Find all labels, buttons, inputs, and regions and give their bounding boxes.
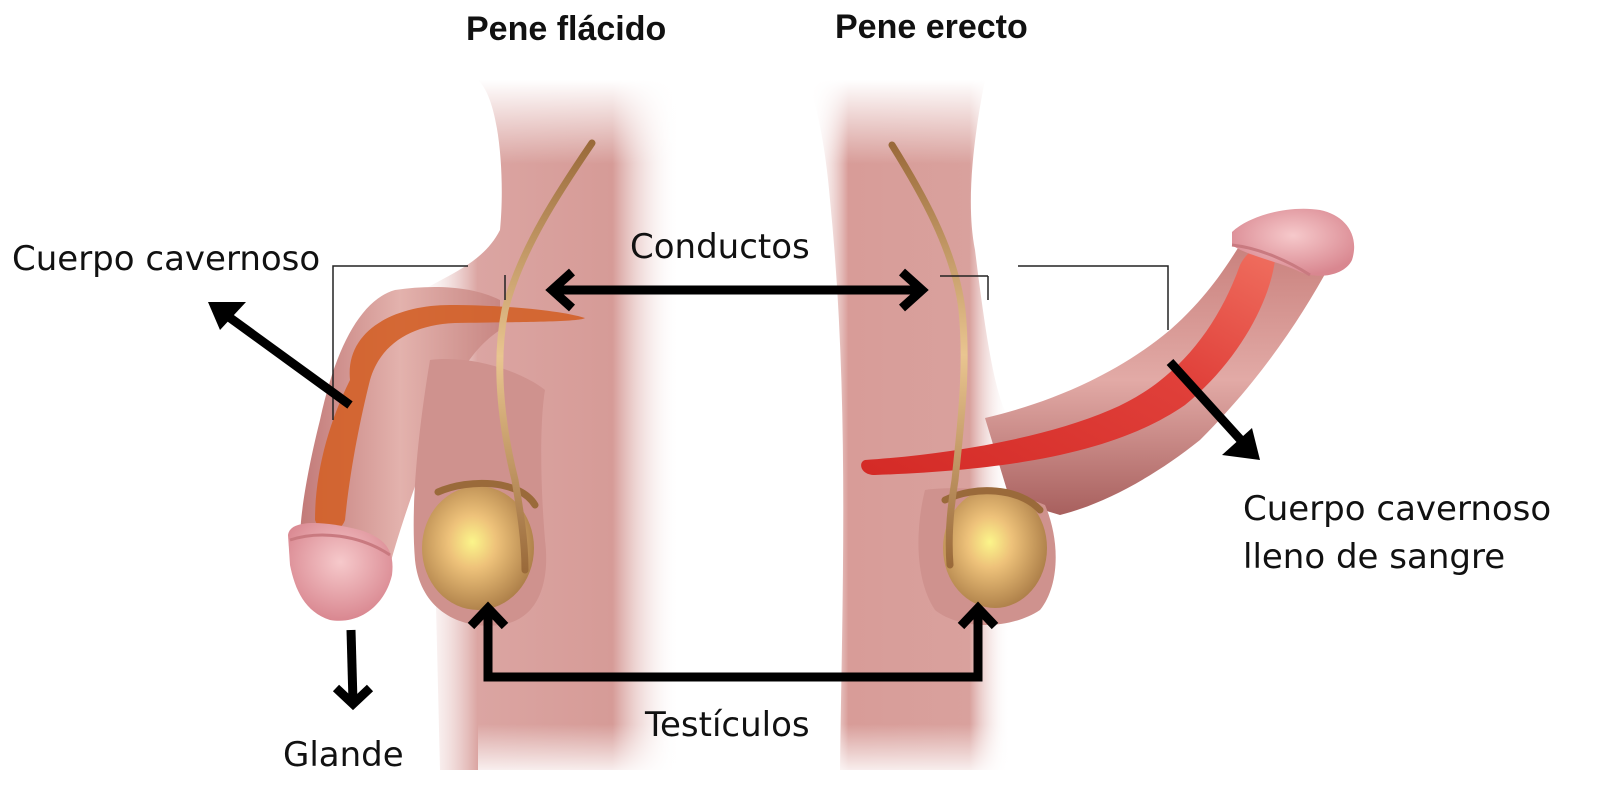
flaccid-scrotum — [414, 359, 547, 626]
title-erect: Pene erecto — [835, 8, 1028, 47]
right-bracket — [1018, 266, 1168, 330]
engorged-arrow-head — [1222, 428, 1260, 460]
label-ducts: Conductos — [630, 222, 810, 272]
glans-arrow-line — [351, 630, 353, 702]
label-engorged-line1: Cuerpo cavernoso — [1243, 484, 1551, 534]
title-flaccid: Pene flácido — [466, 10, 666, 49]
label-testicles: Testículos — [645, 700, 810, 750]
label-engorged-line2: lleno de sangre — [1243, 532, 1505, 582]
label-glans: Glande — [283, 730, 404, 780]
erect-scrotum — [918, 488, 1055, 625]
label-corpus-cavernosum: Cuerpo cavernoso — [12, 234, 320, 284]
corpus-arrow-line — [222, 312, 350, 405]
